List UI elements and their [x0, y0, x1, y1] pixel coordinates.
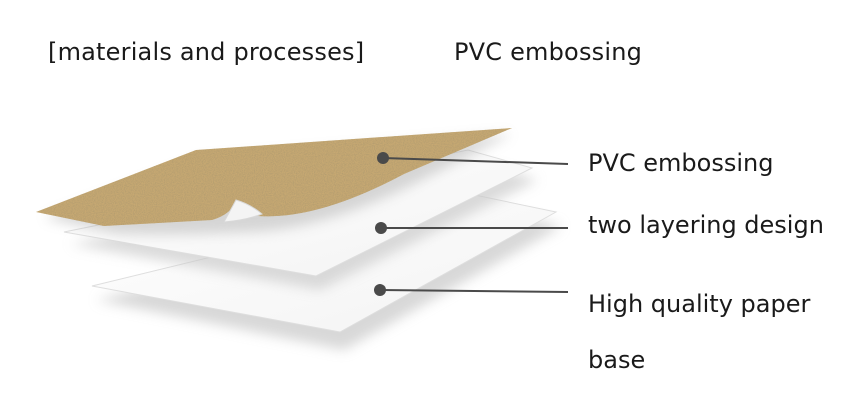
page-title: [materials and processes] [48, 38, 365, 66]
pointer-two-layer [375, 222, 568, 234]
label-paper-base: High quality paper base [588, 290, 811, 374]
page-subtitle: PVC embossing [454, 38, 643, 66]
label-pvc-embossing: PVC embossing [588, 149, 774, 177]
header: [materials and processes] PVC embossing [48, 38, 642, 66]
label-two-layering-design: two layering design [588, 211, 824, 239]
pvc-curl-underside [223, 199, 263, 223]
pointer-paper-base [374, 284, 569, 296]
pointer-line [382, 157, 569, 165]
pointer-pvc [377, 152, 569, 165]
pvc-embossing-layer [36, 128, 512, 226]
pointer-line [379, 289, 569, 293]
